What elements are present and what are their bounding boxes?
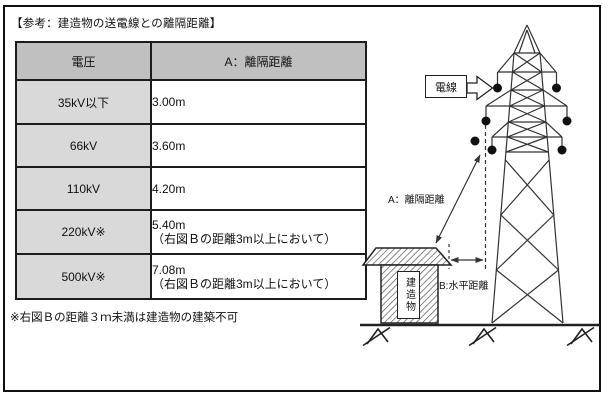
- footnote: ※右図Ｂの距離３ｍ未満は建造物の建築不可: [10, 312, 239, 324]
- table-row: 220kV※ 5.40m （右図Ｂの距離3m以上において）: [15, 209, 367, 255]
- distance-value: 4.20m: [152, 181, 186, 196]
- voltage-cell: 66kV: [15, 123, 152, 168]
- voltage-cell: 110kV: [15, 166, 152, 211]
- clearance-label: A：離隔距離: [388, 195, 445, 206]
- voltage-cell: 220kV※: [15, 209, 152, 255]
- distance-value: 3.00m: [152, 95, 186, 109]
- conductor-dot: [552, 83, 561, 93]
- wire-label: 電線: [435, 81, 457, 94]
- conductor-dot: [557, 145, 567, 155]
- voltage-header-cell: 電圧: [15, 41, 152, 81]
- building-label-box: 建造物: [397, 271, 420, 319]
- conductor-dot: [487, 145, 497, 155]
- table-row: 500kV※ 7.08m （右図Ｂの距離3m以上において）: [15, 253, 367, 300]
- distance-cell: 7.08m （右図Ｂの距離3m以上において）: [150, 253, 367, 300]
- conductor-dot: [493, 83, 502, 93]
- voltage-cell: 500kV※: [15, 253, 152, 300]
- distance-cell: 5.40m （右図Ｂの距離3m以上において）: [150, 209, 367, 255]
- horizontal-distance-label: B:水平距離: [439, 281, 489, 292]
- building-label: 建造物: [403, 277, 415, 313]
- conductor-dots: [470, 83, 572, 155]
- table-row: 110kV 4.20m: [15, 166, 367, 211]
- clearance-arrow-icon: [435, 154, 481, 244]
- distance-cell: 3.00m: [150, 79, 367, 125]
- conductor-dot: [481, 116, 491, 126]
- distance-value: 3.60m: [152, 138, 186, 153]
- distance-cell: 3.60m: [150, 123, 367, 168]
- conductor-dot: [562, 116, 572, 126]
- voltage-cell: 35kV以下: [15, 79, 152, 125]
- conductor-dot-swing: [470, 136, 480, 146]
- distance-note: （右図Ｂの距離3m以上において）: [152, 232, 337, 246]
- distance-value: 5.40m: [152, 218, 186, 232]
- wire-label-box: 電線: [425, 75, 467, 98]
- table-row: 35kV以下 3.00m: [15, 79, 367, 125]
- distance-header-cell: A：離隔距離: [150, 41, 367, 81]
- distance-cell: 4.20m: [150, 166, 367, 211]
- clearance-table: 電圧 A：離隔距離 35kV以下 3.00m 66kV 3.60m 110kV: [15, 41, 367, 300]
- page-title: 【参考：建造物の送電線との離隔距離】: [11, 18, 222, 30]
- table-row: 66kV 3.60m: [15, 123, 367, 168]
- building-roof: [361, 247, 453, 266]
- transmission-tower: [485, 24, 568, 324]
- distance-note: （右図Ｂの距離3m以上において）: [152, 276, 337, 291]
- block-arrow-icon: [466, 75, 494, 101]
- distance-value: 7.08m: [152, 262, 186, 277]
- building: [361, 247, 453, 324]
- table-header-row: 電圧 A：離隔距離: [15, 41, 367, 81]
